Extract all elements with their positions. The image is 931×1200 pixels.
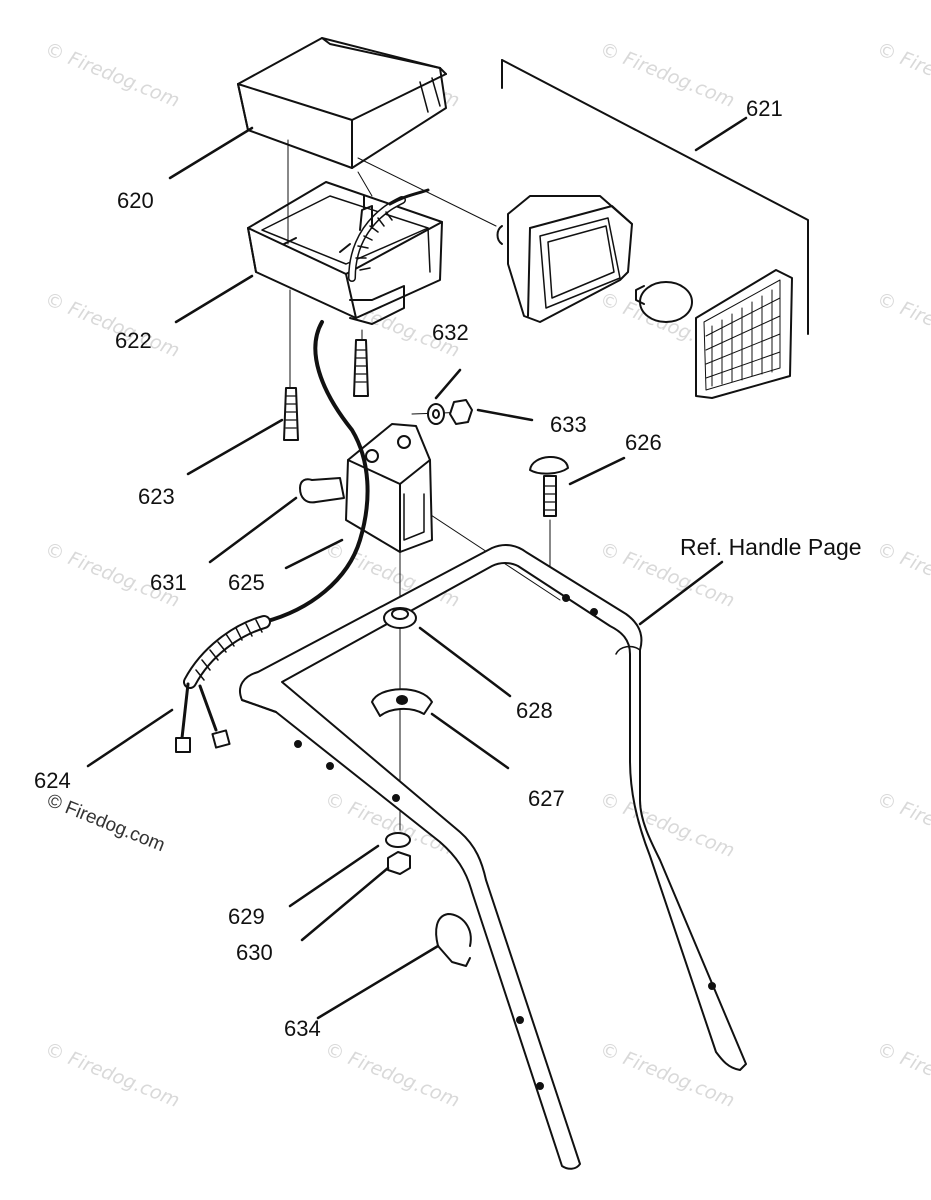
part-624-screw-upper bbox=[353, 339, 369, 397]
label-626: 626 bbox=[625, 430, 662, 455]
label-624: 624 bbox=[34, 768, 71, 793]
ref-handle-page-label: Ref. Handle Page bbox=[680, 534, 862, 560]
part-622-housing bbox=[247, 181, 443, 325]
part-631-bolt bbox=[299, 477, 345, 504]
label-621: 621 bbox=[746, 96, 783, 121]
part-623-screw bbox=[283, 387, 299, 441]
part-627-saddle bbox=[371, 688, 433, 717]
part-620-cover bbox=[237, 37, 447, 169]
label-627: 627 bbox=[528, 786, 565, 811]
label-629: 629 bbox=[228, 904, 265, 929]
label-622: 622 bbox=[115, 328, 152, 353]
label-634: 634 bbox=[284, 1016, 321, 1041]
label-631: 631 bbox=[150, 570, 187, 595]
part-621-lamp-assembly bbox=[496, 59, 809, 399]
handle-frame bbox=[239, 544, 747, 1170]
part-clip bbox=[435, 913, 472, 967]
part-633-nut bbox=[449, 399, 473, 425]
label-630: 630 bbox=[236, 940, 273, 965]
part-629-washer bbox=[385, 832, 411, 848]
part-634-coiled-cord bbox=[175, 320, 370, 753]
part-628-spacer bbox=[383, 607, 417, 629]
part-630-nut bbox=[387, 851, 411, 875]
label-633: 633 bbox=[550, 412, 587, 437]
label-625: 625 bbox=[228, 570, 265, 595]
label-632: 632 bbox=[432, 320, 469, 345]
label-623: 623 bbox=[138, 484, 175, 509]
label-620: 620 bbox=[117, 188, 154, 213]
part-632-washer bbox=[427, 403, 445, 425]
label-628: 628 bbox=[516, 698, 553, 723]
leader-lines bbox=[86, 116, 748, 1020]
part-626-carriage-bolt bbox=[529, 455, 569, 517]
